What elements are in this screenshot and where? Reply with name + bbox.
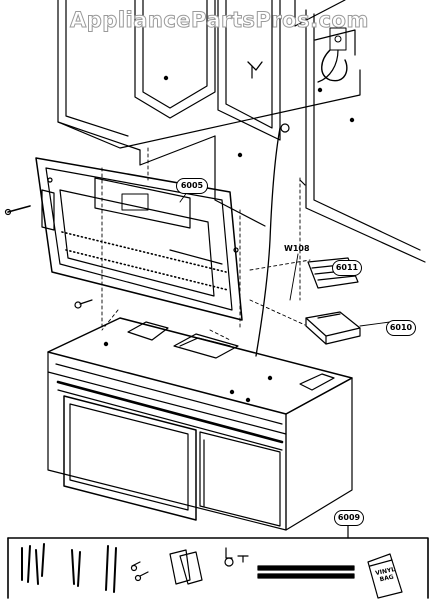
watermark-text: AppliancePartsPros.com	[70, 8, 369, 33]
kit-strips	[257, 565, 355, 579]
callout-6010: 6010	[386, 320, 416, 336]
callout-6005: 6005	[176, 178, 208, 194]
damper-6010	[305, 311, 361, 345]
callout-6011: 6011	[332, 260, 362, 276]
callout-w108: W108	[284, 244, 310, 253]
installation-kit-box	[7, 525, 429, 599]
screw	[4, 205, 93, 309]
alignment-lines	[101, 147, 311, 341]
mounting-plate	[35, 157, 243, 321]
microwave-oven	[47, 317, 353, 531]
kit-fasteners	[130, 547, 249, 585]
callout-6009: 6009	[334, 510, 364, 526]
upper-cabinets	[57, 0, 426, 357]
vinyl-bag	[367, 553, 403, 599]
callout-leaders	[179, 187, 391, 327]
kit-screws	[21, 543, 117, 593]
